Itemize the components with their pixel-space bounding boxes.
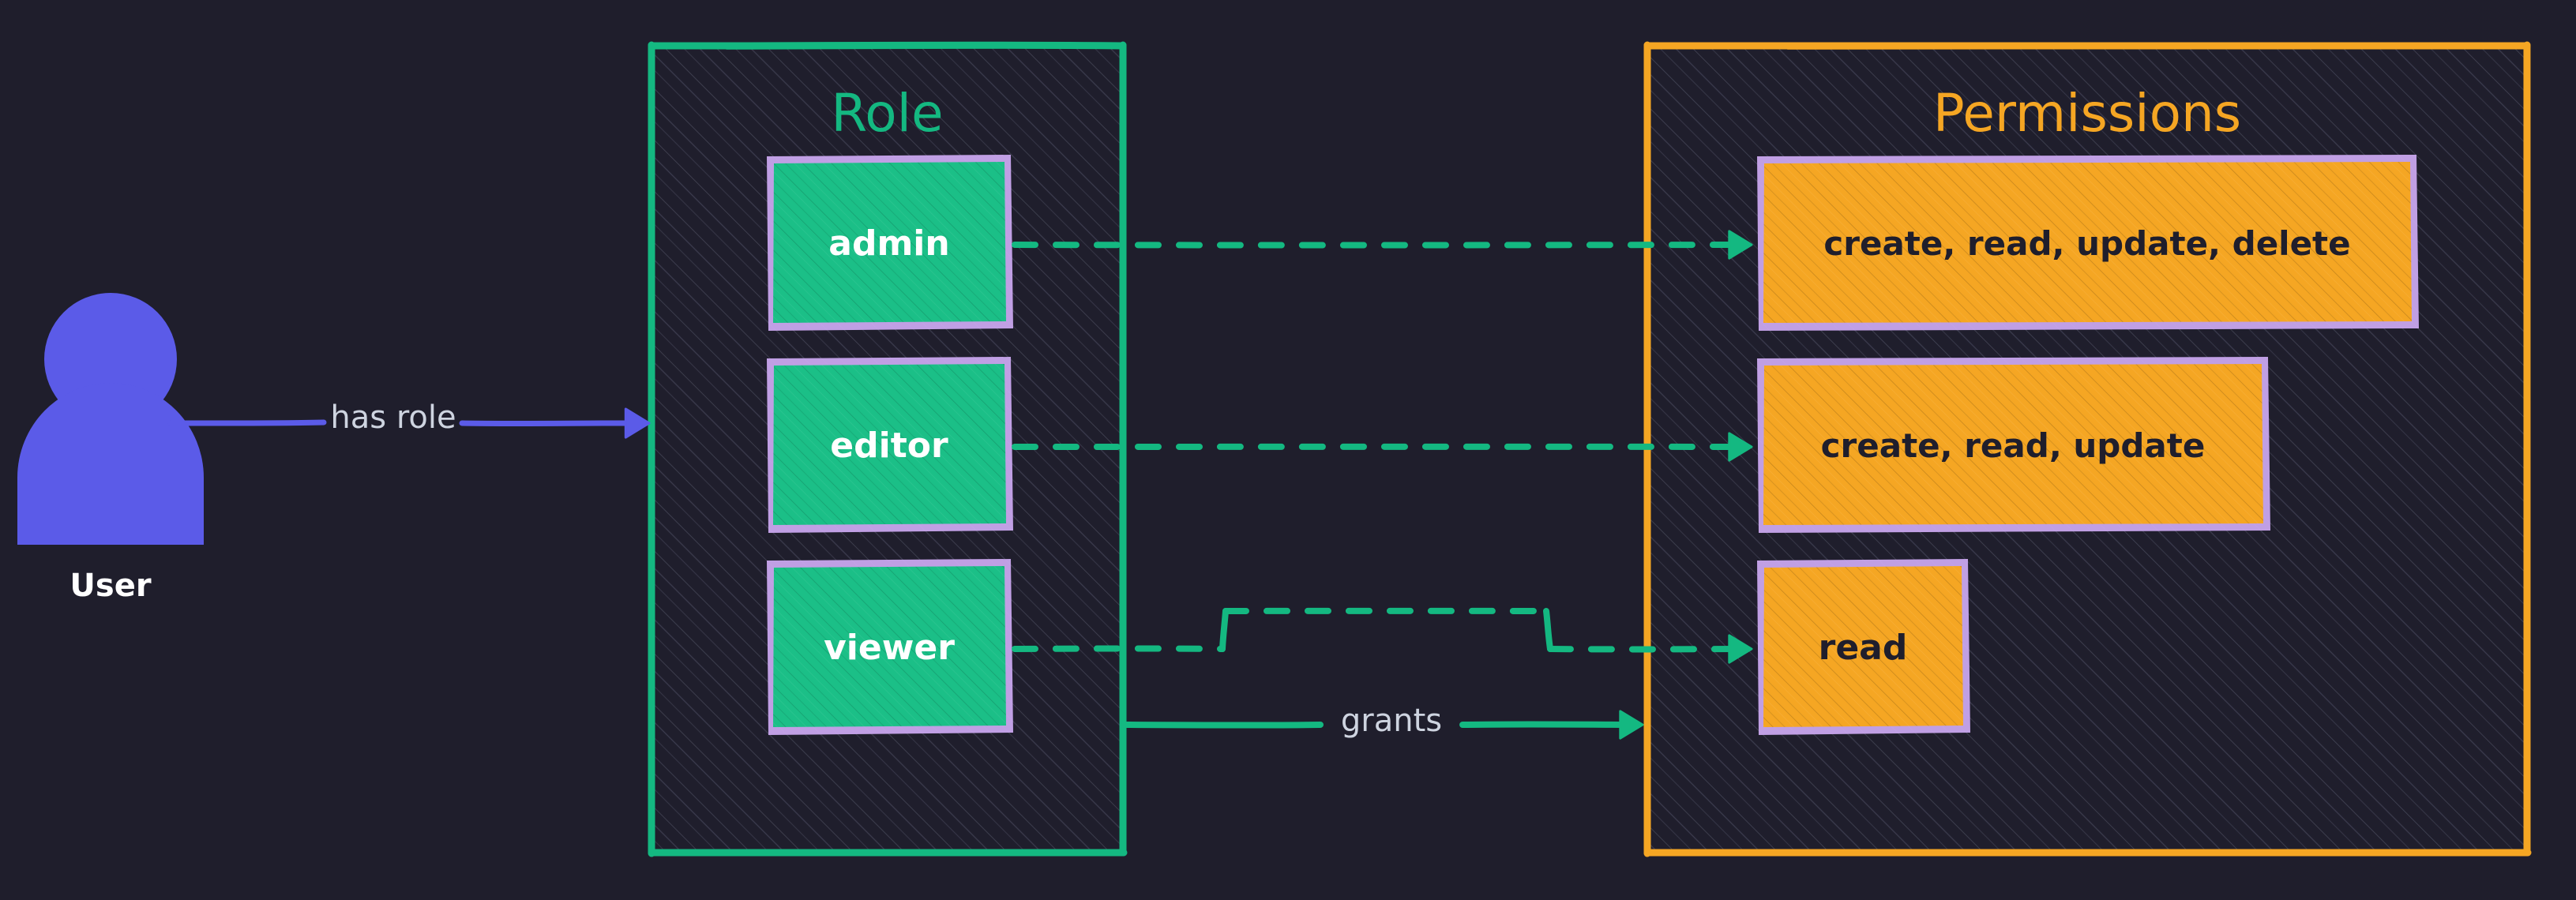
node-fill <box>773 364 1006 525</box>
container-title: Role <box>831 83 943 144</box>
node-label: viewer <box>824 628 955 668</box>
permission-node-cru[interactable]: create, read, update <box>1757 357 2270 533</box>
arrow-head <box>1728 230 1753 260</box>
container-title: Permissions <box>1933 83 2241 144</box>
user-body <box>17 383 204 545</box>
node-fill <box>773 162 1006 323</box>
edge-has-role[interactable]: has role <box>167 399 651 439</box>
arrow-head <box>624 407 651 439</box>
container-border <box>1643 40 2532 857</box>
node-label: read <box>1819 628 1908 668</box>
user-label: User <box>69 568 151 604</box>
node-fill <box>1763 162 2412 323</box>
edge-viewer-to-read[interactable] <box>1012 607 1753 664</box>
arrow-head <box>1728 634 1753 664</box>
user-actor[interactable]: User <box>17 293 204 604</box>
role-node-editor[interactable]: editor <box>767 357 1013 533</box>
edge-label: has role <box>330 399 456 436</box>
node-label: create, read, update, delete <box>1823 224 2350 263</box>
edge-label: grants <box>1341 703 1442 739</box>
edge-grants[interactable]: grants <box>1121 703 1644 740</box>
node-label: editor <box>830 426 948 466</box>
node-label: admin <box>828 223 949 264</box>
permission-node-crud[interactable]: create, read, update, delete <box>1757 155 2419 331</box>
node-fill <box>1763 566 1963 727</box>
edge-editor-to-cru[interactable] <box>1012 432 1753 462</box>
arrow-head <box>1619 710 1644 740</box>
node-fill <box>1763 364 2263 525</box>
edge-admin-to-crud[interactable] <box>1012 230 1753 260</box>
permission-node-read[interactable]: read <box>1757 559 1970 735</box>
arrow-head <box>1728 432 1753 462</box>
role-node-viewer[interactable]: viewer <box>767 559 1013 735</box>
container-border <box>648 41 1128 857</box>
node-label: create, read, update <box>1821 426 2206 465</box>
node-fill <box>773 566 1006 727</box>
role-node-admin[interactable]: admin <box>767 155 1013 331</box>
